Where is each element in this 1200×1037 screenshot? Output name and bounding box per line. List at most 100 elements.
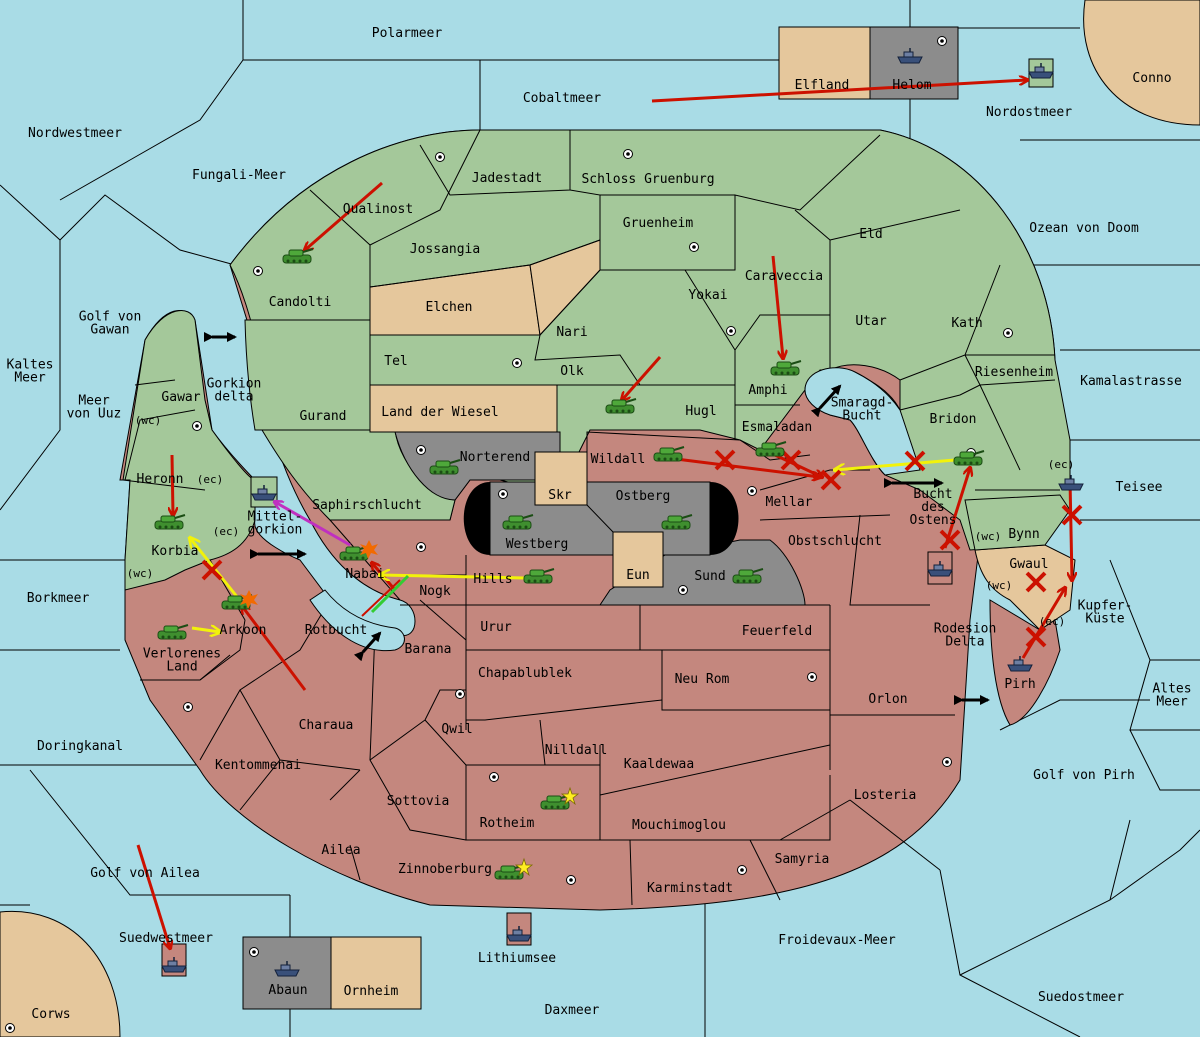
label-candolti: Candolti xyxy=(269,295,332,310)
label-jadestadt: Jadestadt xyxy=(472,171,542,186)
label-neu-rom: Neu Rom xyxy=(675,672,730,687)
label-mellar: Mellar xyxy=(766,495,813,510)
label-gruenheim: Gruenheim xyxy=(623,216,694,231)
coast-tag-gawar-wc: (wc) xyxy=(135,414,162,427)
label-kamalastrasse: Kamalastrasse xyxy=(1080,374,1182,389)
label-riesenheim: Riesenheim xyxy=(975,365,1053,380)
label-mittel-gorkion: Mittel-gorkion xyxy=(248,510,303,538)
label-polarmeer: Polarmeer xyxy=(372,26,443,41)
label-nordostmeer: Nordostmeer xyxy=(986,105,1072,120)
label-zinnoberburg: Zinnoberburg xyxy=(398,862,492,877)
capsule-right xyxy=(710,482,739,555)
label-nabai: Nabai xyxy=(345,567,384,582)
label-rotheim: Rotheim xyxy=(480,816,535,831)
label-borkmeer: Borkmeer xyxy=(27,591,90,606)
label-wildall: Wildall xyxy=(591,452,646,467)
region-labels: Polarmeer Elfland Helom Conno Cobaltmeer… xyxy=(7,26,1192,1022)
label-smaragd-bucht: Smaragd-Bucht xyxy=(831,396,894,424)
region-gwaul[interactable] xyxy=(974,544,1076,631)
label-ostberg: Ostberg xyxy=(616,489,671,504)
label-tel: Tel xyxy=(384,354,407,369)
label-rotbucht: Rotbucht xyxy=(305,623,368,638)
label-utar: Utar xyxy=(855,314,886,329)
label-chapablublek: Chapablublek xyxy=(478,666,572,681)
label-charaua: Charaua xyxy=(299,718,354,733)
star-icon xyxy=(514,786,580,877)
label-feuerfeld: Feuerfeld xyxy=(742,624,812,639)
label-barana: Barana xyxy=(405,642,452,657)
label-korbia: Korbia xyxy=(152,544,199,559)
label-daxmeer: Daxmeer xyxy=(545,1003,600,1018)
label-jossangia: Jossangia xyxy=(410,242,480,257)
label-bynn: Bynn xyxy=(1008,527,1039,542)
label-elfland: Elfland xyxy=(795,78,850,93)
label-qwil: Qwil xyxy=(441,722,472,737)
label-golf-von-pirh: Golf von Pirh xyxy=(1033,768,1135,783)
label-land-der-wiesel: Land der Wiesel xyxy=(381,405,498,420)
label-kupfer-kueste: Kupfer-Küste xyxy=(1078,599,1133,627)
coast-tag-heronn-ec: (ec) xyxy=(197,473,224,486)
green-borders xyxy=(122,129,1060,491)
label-eld: Eld xyxy=(859,227,882,242)
label-arkoon: Arkoon xyxy=(220,623,267,638)
region-corws[interactable] xyxy=(0,910,121,1037)
label-losteria: Losteria xyxy=(854,788,917,803)
label-caraveccia: Caraveccia xyxy=(745,269,823,284)
label-norterend: Norterend xyxy=(460,450,530,465)
label-lithiumsee: Lithiumsee xyxy=(478,951,556,966)
red-borders xyxy=(140,431,955,906)
coast-tag-teisee-ec: (ec) xyxy=(1048,458,1075,471)
label-esmaladan: Esmaladan xyxy=(742,420,812,435)
region-bynn[interactable] xyxy=(964,494,1071,551)
label-corws: Corws xyxy=(31,1007,70,1022)
coast-tag-pirh-ec: (ec) xyxy=(1039,615,1066,628)
label-froidevaux-meer: Froidevaux-Meer xyxy=(778,933,896,948)
label-westberg: Westberg xyxy=(506,537,569,552)
region-conno[interactable] xyxy=(1083,0,1200,126)
label-suedostmeer: Suedostmeer xyxy=(1038,990,1124,1005)
label-qualinost: Qualinost xyxy=(343,202,413,217)
label-gawar: Gawar xyxy=(161,390,200,405)
label-eun: Eun xyxy=(626,568,649,583)
label-skr: Skr xyxy=(548,488,572,503)
label-pirh: Pirh xyxy=(1004,677,1035,692)
label-samyria: Samyria xyxy=(775,852,830,867)
region-eun[interactable] xyxy=(612,531,664,588)
capsule-left xyxy=(463,482,490,555)
label-olk: Olk xyxy=(560,364,584,379)
explosion-icon xyxy=(240,540,378,609)
label-ozean-von-doom: Ozean von Doom xyxy=(1029,221,1139,236)
label-bridon: Bridon xyxy=(930,412,977,427)
label-doringkanal: Doringkanal xyxy=(37,739,123,754)
label-nilldall: Nilldall xyxy=(545,743,608,758)
coast-tag-korbia-ec: (ec) xyxy=(213,525,240,538)
convoy-order xyxy=(275,502,351,547)
green-order-2 xyxy=(361,579,401,617)
label-nogk: Nogk xyxy=(419,584,450,599)
region-elfland[interactable] xyxy=(778,26,871,100)
label-nordwestmeer: Nordwestmeer xyxy=(28,126,122,141)
green-order xyxy=(370,574,410,614)
label-fungali-meer: Fungali-Meer xyxy=(192,168,286,183)
label-abaun: Abaun xyxy=(268,983,307,998)
region-ornheim[interactable] xyxy=(330,936,422,1010)
label-elchen: Elchen xyxy=(426,300,473,315)
label-conno: Conno xyxy=(1132,71,1171,86)
label-teisee: Teisee xyxy=(1116,480,1163,495)
coast-tag-gwaul-wc: (wc) xyxy=(986,579,1013,592)
label-helom: Helom xyxy=(892,78,931,93)
label-hills: Hills xyxy=(473,572,512,587)
label-ornheim: Ornheim xyxy=(344,984,399,999)
label-amphi: Amphi xyxy=(748,383,787,398)
label-schloss-gruenburg: Schloss Gruenburg xyxy=(581,172,714,187)
label-suedwestmeer: Suedwestmeer xyxy=(119,931,213,946)
